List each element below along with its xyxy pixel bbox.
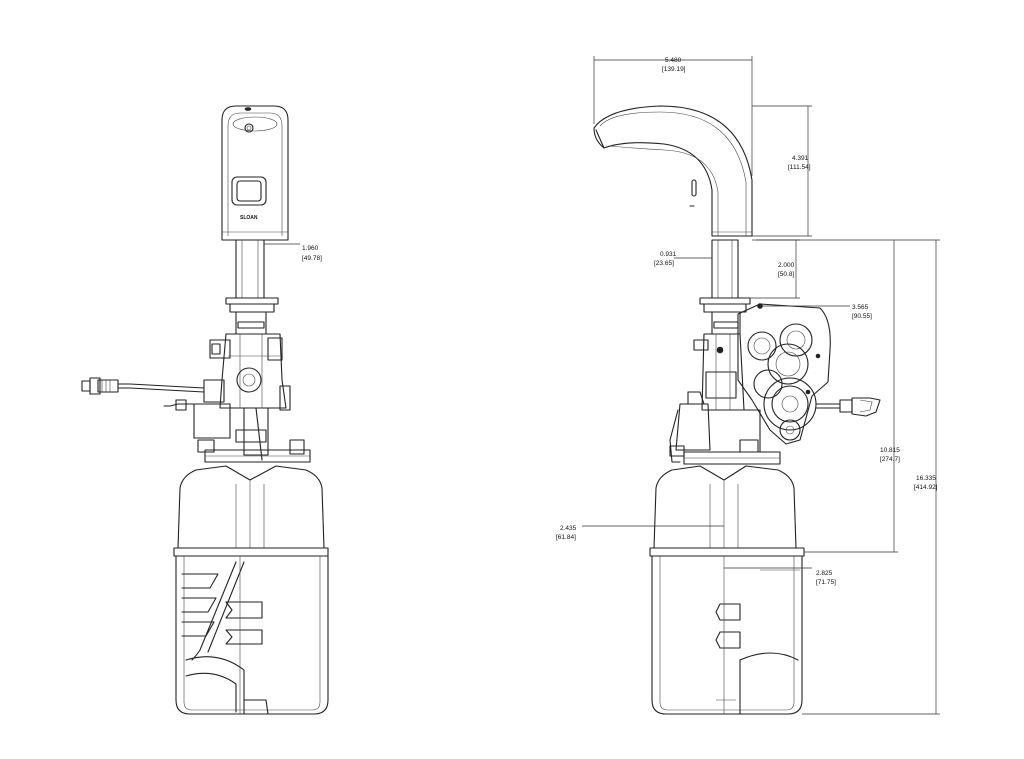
front-bottle xyxy=(173,465,329,715)
side-cable-connector xyxy=(815,397,881,417)
dim-5480-value: 5.480 xyxy=(665,57,682,64)
dim-2825-metric: [71.75] xyxy=(816,579,836,586)
dim-1960-value: 1.960 xyxy=(302,245,319,252)
dimension-under-deck-height: 10.815 [274.7] xyxy=(756,239,900,553)
side-pump-assembly xyxy=(669,311,781,465)
front-view: SLOAN xyxy=(81,105,329,715)
dimension-spout-height: 4.391 [111.54] xyxy=(752,105,812,237)
dimension-overall-height: 16.335 [414.92] xyxy=(802,239,940,715)
brand-mark: SLOAN xyxy=(240,215,258,221)
motor-gear-housing xyxy=(737,303,831,445)
dim-2000-metric: [50.8] xyxy=(778,271,794,278)
dim-3565-metric: [90.55] xyxy=(852,313,872,320)
dim-2000-value: 2.000 xyxy=(778,262,795,269)
dim-10815-value: 10.815 xyxy=(880,447,900,454)
dim-16335-metric: [414.92] xyxy=(914,484,938,491)
front-grip-slots xyxy=(181,573,263,645)
dimension-shank-diameter: 0.931 [23.65] xyxy=(654,251,712,267)
dim-0931-value: 0.931 xyxy=(660,251,677,258)
side-grip-slots xyxy=(715,603,741,649)
side-bottle xyxy=(649,465,805,715)
front-pump-assembly xyxy=(193,311,311,463)
dimension-bottle-lower: 2.825 [71.75] xyxy=(724,567,836,586)
dim-4391-value: 4.391 xyxy=(792,155,809,162)
dim-0931-metric: [23.65] xyxy=(654,260,674,267)
spout xyxy=(593,105,753,237)
dimension-front-shank: 1.960 [49.78] xyxy=(264,243,322,262)
dim-2435-value: 2.435 xyxy=(560,525,577,532)
dim-5480-metric: [139.19] xyxy=(662,66,686,73)
dim-2825-value: 2.825 xyxy=(816,570,833,577)
dim-10815-metric: [274.7] xyxy=(880,456,900,463)
dim-4391-metric: [111.54] xyxy=(788,164,811,171)
dimension-width: 5.480 [139.19] xyxy=(593,56,753,176)
dimension-shank-length: 2.000 [50.8] xyxy=(746,239,800,299)
sensor-head: SLOAN xyxy=(221,105,289,241)
side-shank xyxy=(699,239,751,313)
dim-2435-metric: [61.84] xyxy=(556,534,576,541)
dim-1960-metric: [49.78] xyxy=(302,255,322,262)
front-cable-connector xyxy=(81,377,205,411)
sensor-window xyxy=(231,176,267,206)
dimension-motor-offset: 3.565 [90.55] xyxy=(762,304,872,320)
dim-3565-value: 3.565 xyxy=(852,304,869,311)
front-shank xyxy=(225,239,279,313)
side-view: 5.480 [139.19] 4.391 [111.54] 0.931 [23.… xyxy=(556,56,940,715)
dimension-bottle-upper: 2.435 [61.84] xyxy=(556,525,724,541)
dim-16335-value: 16.335 xyxy=(916,475,936,482)
